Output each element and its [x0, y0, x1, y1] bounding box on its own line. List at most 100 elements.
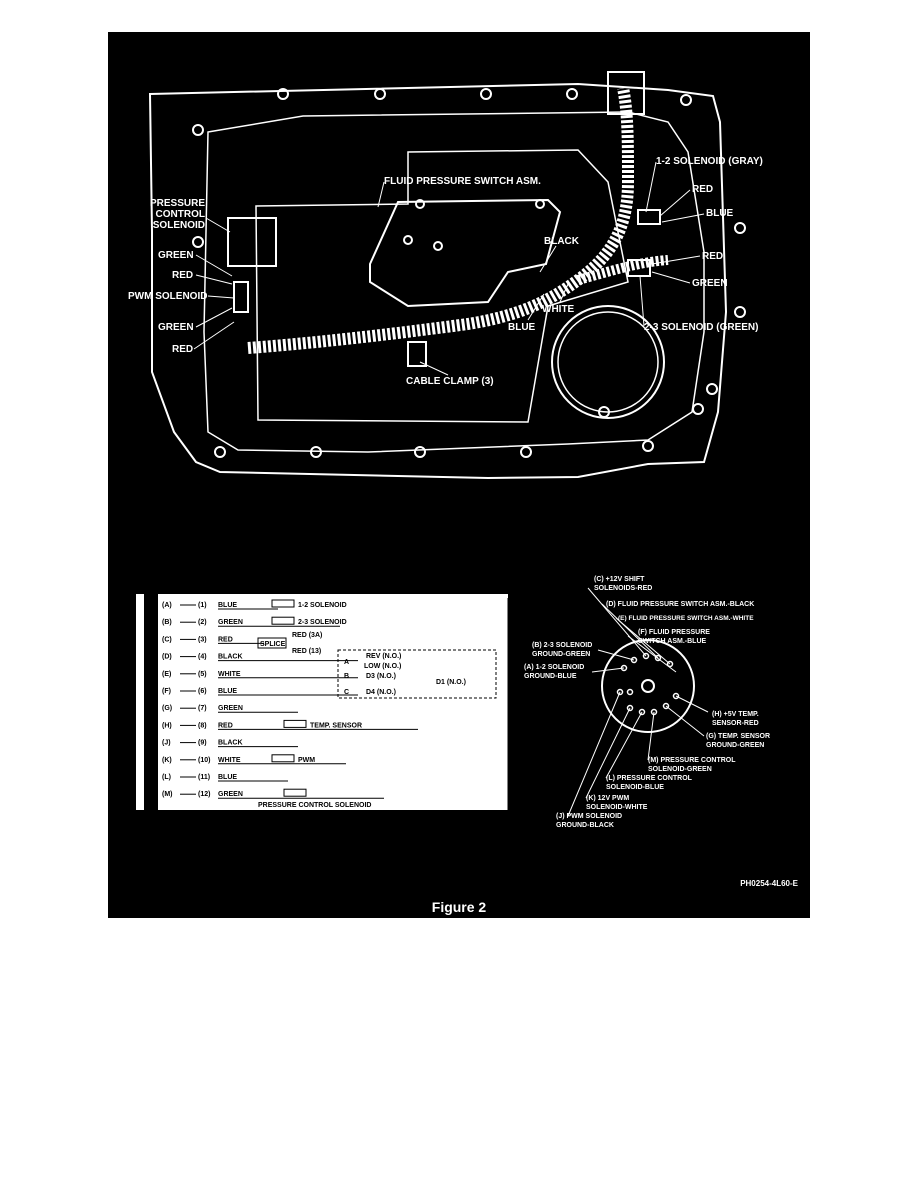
schematic-devices [257, 637, 497, 699]
pressure-control-solenoid-body [227, 217, 277, 267]
top-view-labels: PRESSURE CONTROL SOLENOID GREEN RED PWM … [128, 156, 763, 387]
schematic-row-device: 2-3 SOLENOID [298, 619, 347, 626]
schematic-row-number: (9) [198, 740, 207, 747]
servo-housing [551, 305, 665, 419]
pin-m-label-1: (M) PRESSURE CONTROL [648, 757, 736, 764]
schematic-row-number: (10) [198, 757, 210, 764]
label-blue-center: BLUE [508, 322, 536, 333]
switch-d1-label: D1 (N.O.) [436, 679, 466, 686]
schematic-row-number: (11) [198, 774, 210, 781]
pin-g-label-1: (G) TEMP. SENSOR [706, 733, 770, 740]
schematic-row-color: RED [218, 636, 233, 643]
schematic-row-color: BLUE [218, 688, 237, 695]
connector-outer [601, 639, 695, 733]
pin-l-label-2: SOLENOID-BLUE [606, 784, 664, 791]
diagram-figure: PRESSURE CONTROL SOLENOID GREEN RED PWM … [108, 32, 810, 918]
pin-j-label-1: (J) PWM SOLENOID [556, 813, 622, 820]
pin-a-label-1: (A) 1-2 SOLENOID [524, 664, 584, 671]
pin-b-label-1: (B) 2-3 SOLENOID [532, 642, 592, 649]
servo-housing-inner [557, 311, 659, 413]
pin-e-label: (E) FLUID PRESSURE SWITCH ASM.-WHITE [618, 615, 754, 622]
label-green-right: GREEN [692, 278, 728, 289]
schematic-background [136, 594, 508, 810]
schematic-row-number: (3) [198, 636, 207, 643]
pin-f-label-1: (F) FLUID PRESSURE [638, 629, 710, 636]
schematic-row-color: WHITE [218, 671, 241, 678]
schematic-row-coil [283, 719, 307, 728]
splice-box [257, 637, 287, 649]
switch-rev-label: REV (N.O.) [366, 653, 401, 660]
schematic-row-color: GREEN [218, 791, 243, 798]
pin-c-label-2: SOLENOIDS-RED [594, 585, 652, 592]
label-black: BLACK [544, 236, 580, 247]
schematic-row-device: TEMP. SENSOR [310, 722, 362, 729]
schematic-row-number: (6) [198, 688, 207, 695]
schematic-row-coil [271, 599, 295, 608]
schematic-row-letter: (K) [162, 757, 172, 764]
red-3a-label: RED (3A) [292, 632, 322, 639]
label-2-3-solenoid: 2-3 SOLENOID (GREEN) [644, 322, 758, 333]
pin-m-label-2: SOLENOID-GREEN [648, 766, 712, 773]
label-red-right-upper: RED [692, 184, 713, 195]
schematic-row-letter: (A) [162, 602, 172, 609]
schematic-row-color: GREEN [218, 705, 243, 712]
schematic-row-color: BLACK [218, 654, 243, 661]
figure-svg: PRESSURE CONTROL SOLENOID GREEN RED PWM … [128, 71, 799, 888]
pin-k-label-1: (K) 12V PWM [586, 795, 629, 802]
schematic-row-color: WHITE [218, 757, 241, 764]
red-13-label: RED (13) [292, 648, 321, 655]
schematic-row-letter: (F) [162, 688, 171, 695]
schematic-row-letter: (J) [162, 740, 171, 747]
transmission-case-view [148, 71, 746, 480]
schematic-row-letter: (L) [162, 774, 171, 781]
schematic-row-number: (12) [198, 791, 210, 798]
pin-h-label-1: (H) +5V TEMP. [712, 711, 759, 718]
label-red-left-upper: RED [172, 270, 193, 281]
label-green-left-upper: GREEN [158, 250, 194, 261]
switch-c-label: C [344, 689, 349, 696]
connector-pins [616, 652, 680, 716]
label-white: WHITE [542, 304, 575, 315]
schematic-row-number: (7) [198, 705, 207, 712]
schematic-row-number: (4) [198, 654, 207, 661]
schematic-row-coil [271, 754, 295, 763]
splice-label: SPLICE [260, 641, 286, 648]
label-blue-right-upper: BLUE [706, 208, 734, 219]
cable-clamp [407, 341, 427, 367]
pin-c-label-1: (C) +12V SHIFT [594, 576, 645, 583]
solenoid-1-2-body [637, 209, 661, 225]
label-pressure-control-2: CONTROL [156, 209, 205, 220]
pin-g-label-2: GROUND-GREEN [706, 742, 764, 749]
connector-face: (C) +12V SHIFT SOLENOIDS-RED (D) FLUID P… [524, 576, 770, 829]
label-cable-clamp: CABLE CLAMP (3) [406, 376, 494, 387]
schematic-row-letter: (D) [162, 654, 172, 661]
schematic-row-number: (1) [198, 602, 207, 609]
schematic-row-number: (8) [198, 722, 207, 729]
schematic-row-number: (5) [198, 671, 207, 678]
pin-l-label-1: (L) PRESSURE CONTROL [606, 775, 693, 782]
schematic-row-color: BLACK [218, 740, 243, 747]
solenoid-2-3-body [627, 259, 651, 277]
bolt-holes [192, 88, 746, 458]
schematic-row-letter: (E) [162, 671, 171, 678]
switch-a-label: A [344, 659, 349, 666]
pin-a-label-2: GROUND-BLUE [524, 673, 577, 680]
schematic-row-device: PRESSURE CONTROL SOLENOID [258, 802, 371, 809]
label-fluid-pressure-switch: FLUID PRESSURE SWITCH ASM. [384, 176, 541, 187]
label-pwm-solenoid: PWM SOLENOID [128, 291, 207, 302]
schematic-row-color: GREEN [218, 619, 243, 626]
label-green-left-lower: GREEN [158, 322, 194, 333]
part-number: PH0254-4L60-E [740, 879, 798, 888]
schematic-row-number: (2) [198, 619, 207, 626]
pin-f-label-2: SWITCH ASM.-BLUE [638, 638, 707, 645]
schematic-row-color: BLUE [218, 774, 237, 781]
harness-connector [607, 71, 645, 115]
label-red-right-mid: RED [702, 251, 723, 262]
schematic-row-letter: (C) [162, 636, 172, 643]
case-inner-outline [203, 111, 705, 453]
pin-b-label-2: GROUND-GREEN [532, 651, 590, 658]
connector-labels: (C) +12V SHIFT SOLENOIDS-RED (D) FLUID P… [524, 576, 770, 829]
schematic-row-color: RED [218, 722, 233, 729]
switch-d3-label: D3 (N.O.) [366, 673, 396, 680]
case-outline [148, 82, 728, 480]
